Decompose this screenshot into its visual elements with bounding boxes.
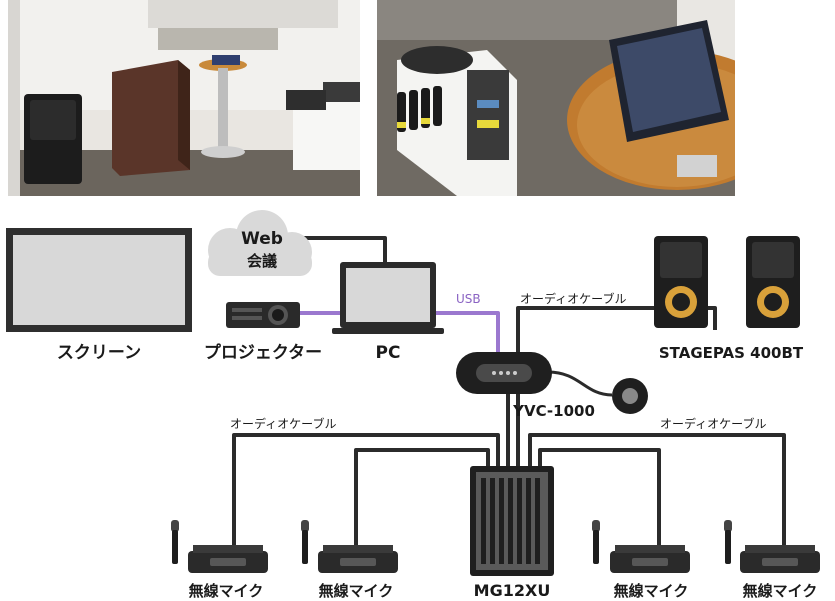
screen-label: スクリーン <box>57 343 141 363</box>
mixer-icon <box>470 466 554 576</box>
laptop-icon <box>332 262 444 334</box>
pc-label: PC <box>376 343 401 363</box>
wireless-mic-2-icon <box>301 520 398 573</box>
mic-3-label: 無線マイク <box>614 582 689 600</box>
wireless-mic-1-icon <box>171 520 268 573</box>
speaker-left-icon <box>654 236 708 328</box>
web-meeting-label-2: 会議 <box>247 252 277 270</box>
projector-label: プロジェクター <box>204 342 322 363</box>
mixer-label: MG12XU <box>474 581 551 600</box>
screen-icon <box>6 228 192 332</box>
mic-1-label: 無線マイク <box>189 582 264 600</box>
photo-equipment <box>377 0 735 196</box>
audio-cable-left-label: オーディオケーブル <box>230 416 336 431</box>
microphone-pod-icon <box>612 378 648 414</box>
speakers-label: STAGEPAS 400BT <box>659 344 804 362</box>
web-meeting-label-1: Web <box>241 229 283 249</box>
wireless-mic-3-icon <box>592 520 690 573</box>
wireless-mic-4-icon <box>724 520 820 573</box>
cloud-icon <box>208 210 312 276</box>
audio-cable-top-label: オーディオケーブル <box>520 291 626 306</box>
audio-cable-right-label: オーディオケーブル <box>660 416 766 431</box>
cables <box>232 236 786 545</box>
yvc-speakerphone-icon <box>456 352 552 394</box>
projector-icon <box>226 302 300 328</box>
speaker-right-icon <box>746 236 800 328</box>
mic-2-label: 無線マイク <box>319 582 394 600</box>
mic-4-label: 無線マイク <box>743 582 818 600</box>
photo-room-setup <box>8 0 360 196</box>
usb-label: USB <box>456 292 481 306</box>
yvc-label: YVC-1000 <box>512 402 595 420</box>
